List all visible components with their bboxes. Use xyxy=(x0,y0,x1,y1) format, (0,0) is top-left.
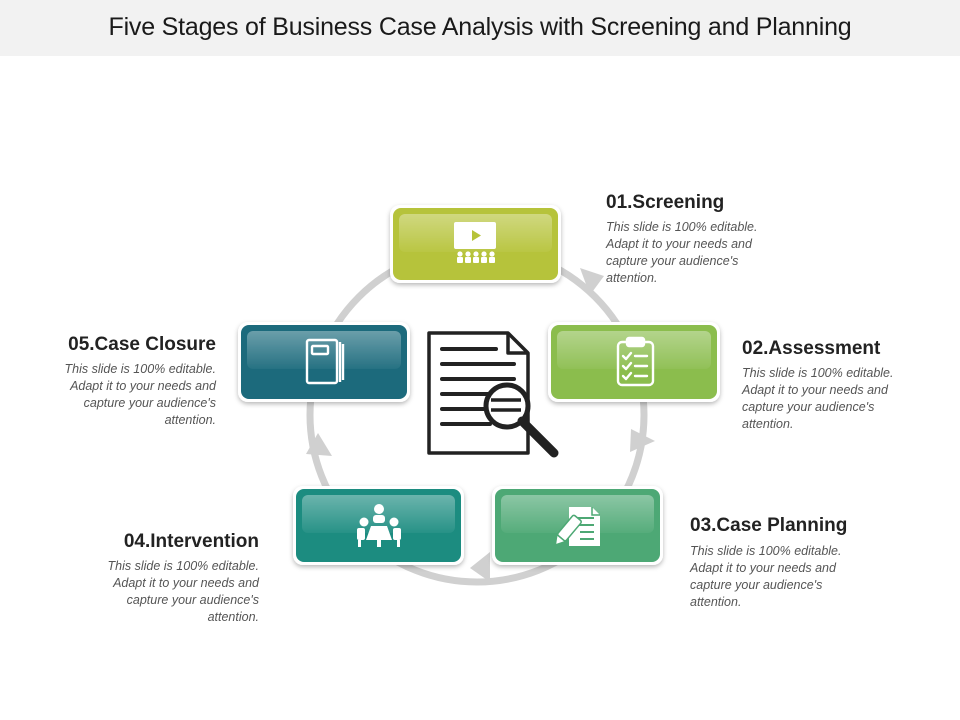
arrow-planning-to-intervention xyxy=(470,552,490,582)
arrow-assessment-to-planning xyxy=(630,429,655,452)
clipboard-checklist-icon xyxy=(616,336,655,387)
stage-desc-assessment: This slide is 100% editable. Adapt it to… xyxy=(742,366,894,431)
stage-desc-case-planning: This slide is 100% editable. Adapt it to… xyxy=(690,544,842,609)
slide-title: Five Stages of Business Case Analysis wi… xyxy=(108,13,852,41)
document-pencil-icon xyxy=(554,507,600,547)
stage-title-intervention: 04.Intervention xyxy=(123,531,259,552)
stage-box-case-closure xyxy=(238,322,410,402)
stage-desc-intervention: This slide is 100% editable. Adapt it to… xyxy=(107,559,259,624)
stage-desc-case-closure: This slide is 100% editable. Adapt it to… xyxy=(64,362,216,427)
presentation-audience-icon xyxy=(454,222,496,263)
arrow-intervention-to-closure xyxy=(306,433,332,456)
stage-title-assessment: 02.Assessment xyxy=(742,338,881,359)
stage-title-case-planning: 03.Case Planning xyxy=(690,515,848,536)
document-magnifier-icon xyxy=(427,331,559,458)
stage-box-assessment xyxy=(548,322,720,402)
arrow-screening-to-assessment xyxy=(580,268,604,295)
stage-title-case-closure: 05.Case Closure xyxy=(68,334,216,355)
stage-title-screening: 01.Screening xyxy=(606,192,725,213)
meeting-table-icon xyxy=(357,504,401,547)
closed-folder-icon xyxy=(305,338,345,385)
title-bar xyxy=(0,0,960,56)
stage-box-intervention xyxy=(293,486,464,565)
stage-desc-screening: This slide is 100% editable. Adapt it to… xyxy=(606,220,758,285)
